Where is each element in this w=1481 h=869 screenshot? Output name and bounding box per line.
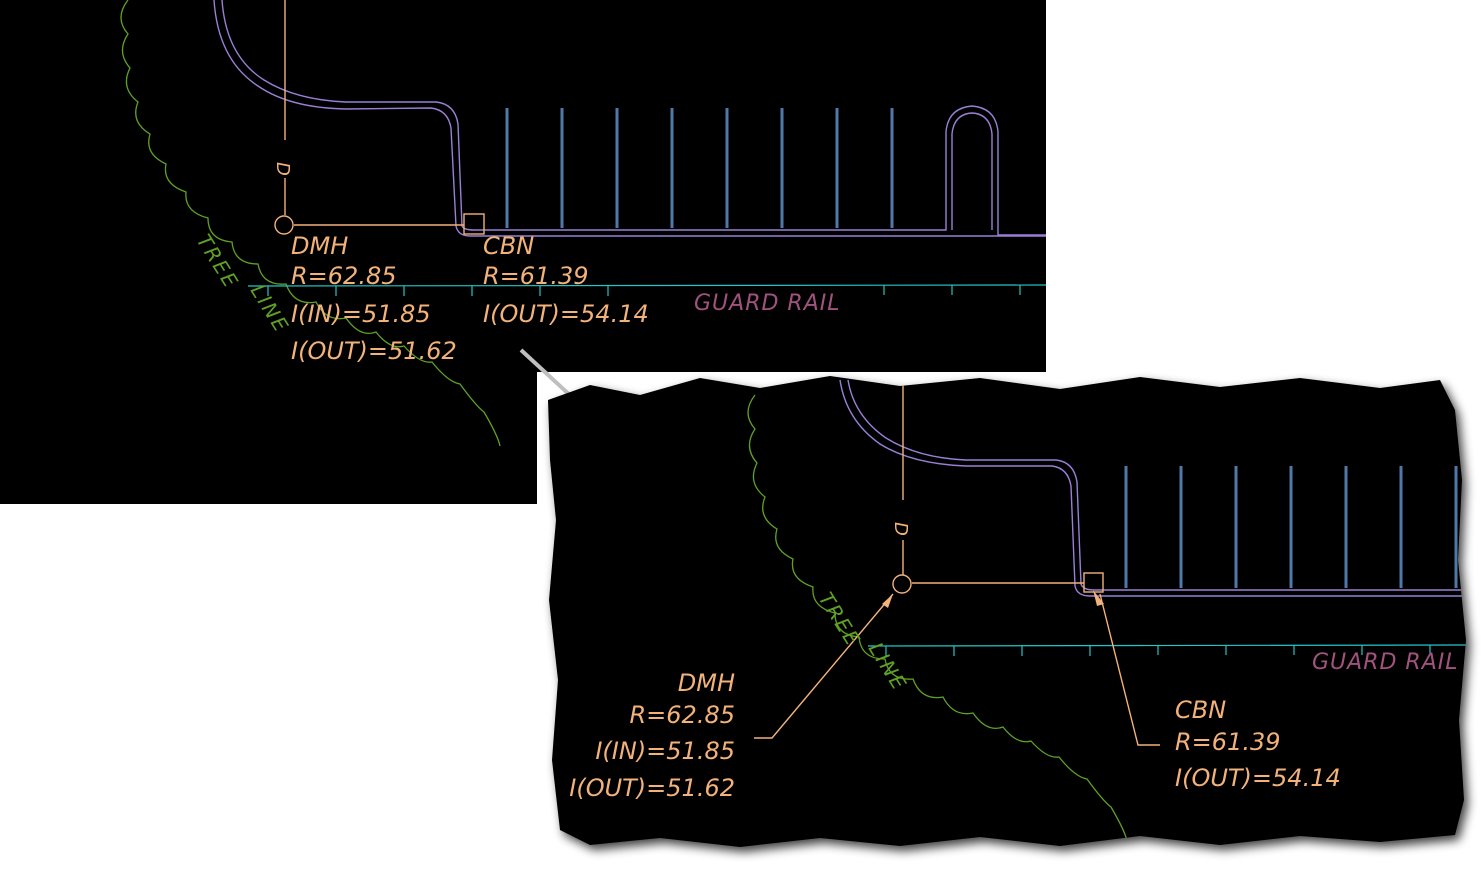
after-cbn-label: CBN R=61.39 I(OUT)=54.14 [1175,696,1341,792]
before-dmh-symbol [274,215,294,235]
before-cbn-name: CBN [483,232,534,260]
after-guard-rail [867,644,1466,656]
after-guard-rail-label: GUARD RAIL [1312,650,1459,675]
after-dmh-name: DMH [678,669,735,697]
after-dmh-rim: R=62.85 [630,701,736,729]
before-cbn-symbol [463,213,485,235]
before-dmh-name: DMH [291,232,348,260]
after-cbn-rim: R=61.39 [1175,728,1281,756]
before-drawing: D DMH R=62.85 I(IN)=51.85 I(OUT)=51.62 C… [0,0,1047,504]
after-cbn-leader [1099,593,1160,746]
after-stall-lines [1124,466,1458,588]
before-dmh-inv-out: I(OUT)=51.62 [291,337,457,365]
before-guard-rail-label: GUARD RAIL [694,291,841,316]
after-dmh-inv-out: I(OUT)=51.62 [569,774,735,802]
before-pipe-network [274,0,485,235]
after-dmh-symbol [892,574,912,594]
before-dmh-rim: R=62.85 [291,262,397,290]
before-stall-lines [505,108,894,228]
after-dmh-inv-in: I(IN)=51.85 [595,737,735,765]
before-drain-symbol: D [272,162,293,176]
before-guard-rail [247,284,1047,296]
after-cbn-name: CBN [1175,696,1226,724]
after-pipe-network [754,385,1160,746]
before-background [0,0,1046,504]
after-dmh-label: DMH R=62.85 I(IN)=51.85 I(OUT)=51.62 [569,669,735,802]
before-curb [213,0,1046,237]
after-dmh-leader-arrowhead [882,594,893,608]
after-dmh-leader [754,593,894,739]
after-tree-line [747,394,1128,842]
after-cbn-leader-arrowhead [1093,590,1104,606]
before-cbn-rim: R=61.39 [483,262,589,290]
after-drain-symbol: D [890,522,911,536]
after-background [548,376,1466,847]
before-cbn-label: CBN R=61.39 I(OUT)=54.14 [483,232,649,328]
before-dmh-label: DMH R=62.85 I(IN)=51.85 I(OUT)=51.62 [291,232,457,365]
after-drawing: D DMH R=62.85 I(IN)=51.85 I(OUT)=51.62 C… [548,376,1466,847]
before-tree-line [120,0,501,447]
after-curb [839,379,1466,597]
before-cbn-inv-out: I(OUT)=54.14 [483,300,649,328]
after-cbn-inv-out: I(OUT)=54.14 [1175,764,1341,792]
before-dmh-inv-in: I(IN)=51.85 [291,300,431,328]
